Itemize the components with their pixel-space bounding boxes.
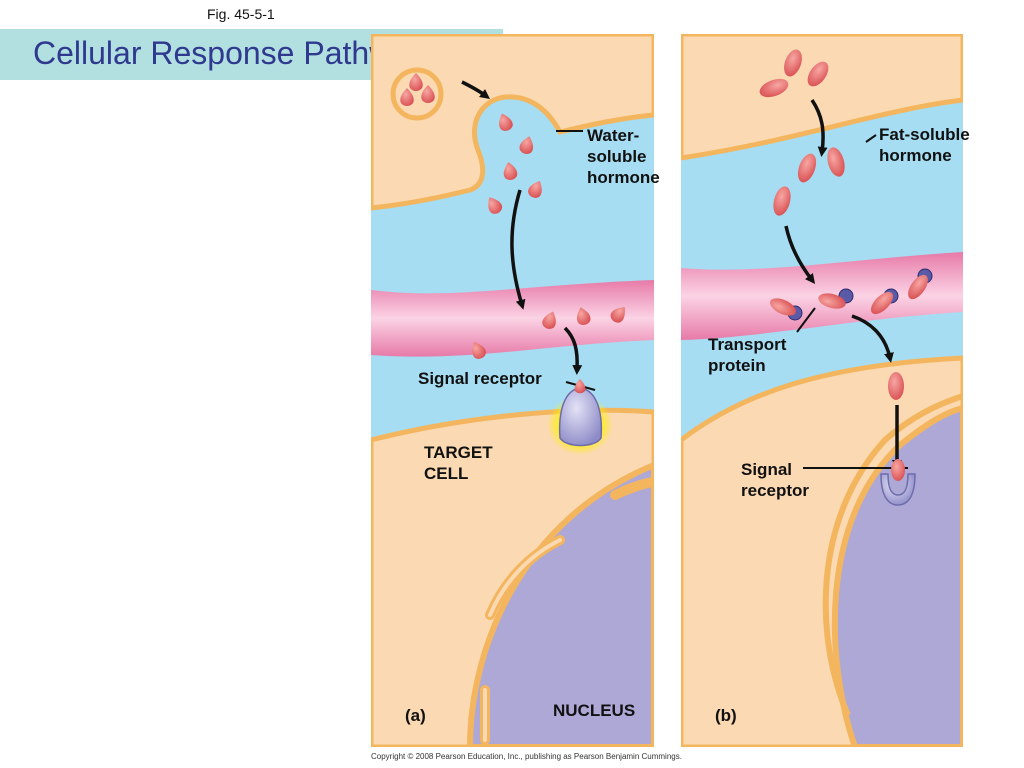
label-water-soluble-hormone: Water- soluble hormone [587,126,660,187]
binding-arrow-a [563,326,583,375]
hormone-drop [503,162,518,180]
transport-complex [870,288,899,315]
diffusion-arrow-b [784,225,816,284]
fat-soluble-hormones [759,49,905,481]
released-hormone [888,372,904,400]
transport-complexes [769,268,933,321]
hormone-oval [759,78,789,98]
leader-fat-soluble [865,134,877,143]
water-soluble-hormones [400,73,625,394]
hormone-drop [400,88,414,106]
hormone-drop [472,341,486,359]
hormone-oval [784,49,802,77]
hormone-drop [610,307,625,323]
panel-a [371,34,654,747]
label-signal-receptor-a: Signal receptor [418,369,542,388]
transport-complex [908,268,933,300]
secreting-cell-b [681,34,963,161]
label-nucleus: NUCLEUS [553,701,636,720]
secreting-cell [371,34,654,211]
hormone-drop [499,113,513,131]
bound-hormone-drop [574,379,586,394]
panel-a-tag: (a) [405,706,426,725]
hormone-oval [807,61,829,87]
hormone-drop [528,180,542,198]
leader-transport [796,307,816,333]
copyright-notice: Copyright © 2008 Pearson Education, Inc.… [371,752,682,761]
er-strand-2 [610,477,654,500]
hormone-drop [409,73,423,91]
label-transport-protein: Transport protein [708,335,787,375]
release-arrow-b [851,314,894,363]
nuclear-envelope-outer [822,393,963,717]
hormone-oval [797,153,817,183]
panel-b-tag: (b) [715,706,737,725]
diffusion-arrow-a [510,189,526,310]
transport-complex [769,298,803,321]
panel-b [681,34,963,747]
secretion-arrow-b [810,99,828,157]
hormone-drop [519,136,534,154]
transport-complex [818,288,854,309]
hormone-drop [488,197,503,214]
figure-label: Fig. 45-5-1 [207,6,275,22]
signal-receptor-b [880,473,916,506]
blood-vessel-a [371,280,654,357]
hormone-oval [827,147,845,177]
secretory-vesicle [390,67,444,121]
hormone-oval [773,186,791,216]
label-signal-receptor-b: Signal receptor [741,460,810,500]
hormone-drop [542,311,556,329]
label-fat-soluble-hormone: Fat-soluble hormone [879,125,970,165]
signal-receptor-a [558,387,603,447]
hormone-drop [421,85,435,103]
label-target-cell: TARGET CELL [424,443,493,483]
er-strand-inner [488,538,562,617]
nucleus-b [831,404,963,747]
hormone-drop [576,307,591,325]
secretion-arrow [461,80,491,99]
bound-hormone [891,459,905,481]
